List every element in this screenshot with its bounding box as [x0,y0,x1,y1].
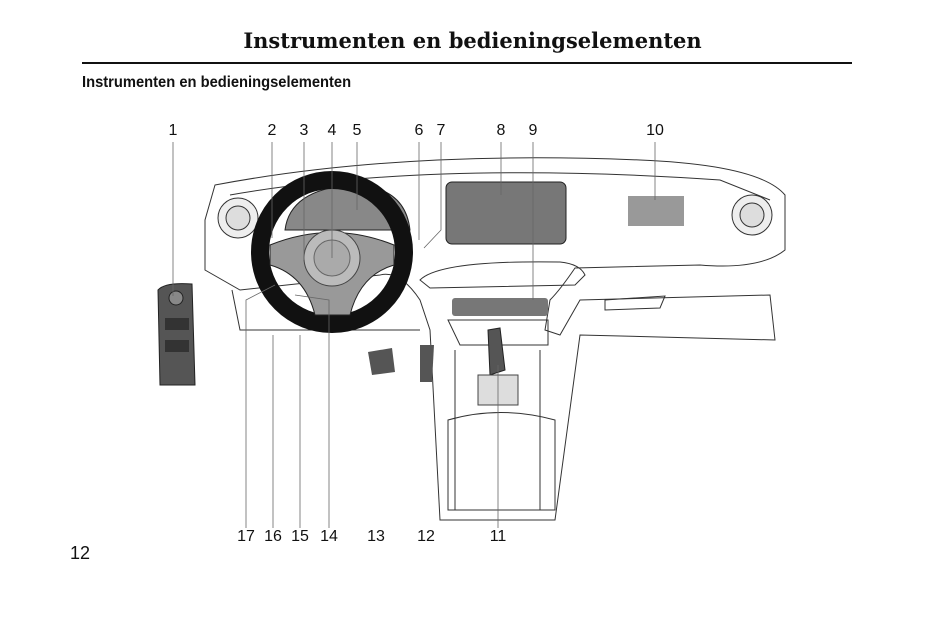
climate-control-panel [452,298,548,316]
callout-6: 6 [414,122,424,139]
callout-8: 8 [496,122,506,139]
page-header-title: Instrumenten en bedieningselementen [243,28,702,53]
accelerator-pedal [420,345,434,382]
callout-9: 9 [528,122,538,139]
door-switch-panel [157,283,196,386]
callout-7: 7 [436,122,446,139]
callout-2: 2 [267,122,277,139]
page-number: 12 [70,543,91,563]
callout-17: 17 [237,528,255,545]
callout-15: 15 [291,528,309,545]
callout-3: 3 [299,122,309,139]
dashboard-outline [204,157,786,521]
callout-12: 12 [417,528,435,545]
callout-14: 14 [320,528,338,545]
callout-16: 16 [264,528,282,545]
callout-5: 5 [352,122,362,139]
brake-pedal [368,348,395,375]
callout-11: 11 [489,528,507,545]
infotainment-screen [445,181,567,245]
callout-1: 1 [168,122,178,139]
gear-shifter [487,327,506,376]
callout-4: 4 [327,122,337,139]
right-air-vent [731,194,773,236]
callout-13: 13 [367,528,385,545]
callout-10: 10 [646,122,664,139]
section-title: Instrumenten en bedieningselementen [82,74,352,91]
passenger-airbag-label [628,196,684,226]
left-air-vent [217,197,259,239]
callout-leader-lines [172,142,656,528]
header-divider [82,62,852,64]
